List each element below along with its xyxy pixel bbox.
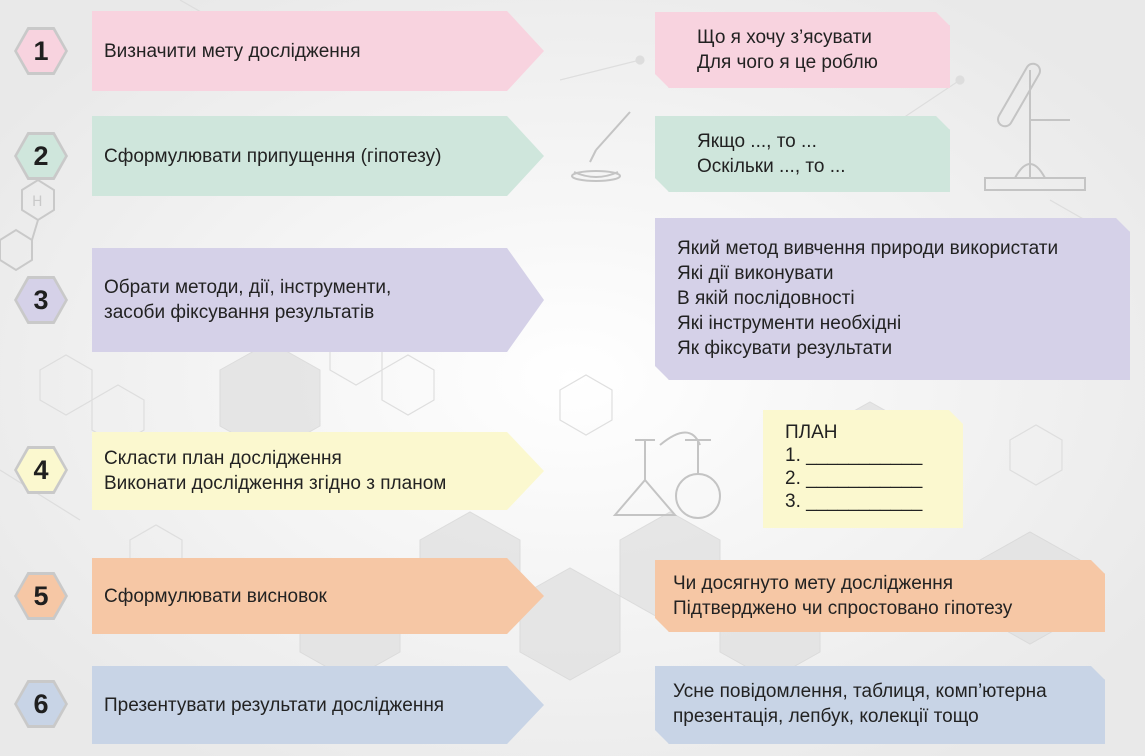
plan-item: 3. ___________ (785, 491, 923, 512)
step-number-badge: 6 (14, 680, 68, 728)
step-number-badge: 3 (14, 276, 68, 324)
step-action-text: Сформулювати висновок (104, 585, 327, 607)
step-action-text: Скласти план дослідження Виконати дослід… (104, 448, 447, 494)
step-number-badge: 4 (14, 446, 68, 494)
detail-line: презентація, лепбук, колекції тощо (673, 706, 979, 727)
detail-line: Якщо ..., то ... (697, 131, 817, 152)
step-details-card: Якщо ..., то ... Оскільки ..., то ... (655, 116, 950, 192)
step-action-text: Презентувати результати дослідження (104, 694, 445, 716)
step-number: 6 (17, 683, 65, 725)
pipette-icon (571, 111, 631, 182)
detail-line: Як фіксувати результати (677, 338, 893, 359)
hexagon-molecule-icon: H (0, 178, 55, 272)
step-number: 2 (17, 135, 65, 177)
step-action-text: Обрати методи, дії, інструменти, засоби … (104, 277, 392, 323)
step-details-card: Що я хочу з’ясувати Для чого я це роблю (655, 12, 950, 88)
round-flask-icon (675, 439, 721, 519)
plan-card: ПЛАН 1. ___________ 2. ___________ 3. __… (763, 410, 963, 528)
step-action-arrow: Сформулювати висновок (92, 558, 544, 634)
detail-line: Які інструменти необхідні (677, 313, 902, 334)
step-action-text: Сформулювати припущення (гіпотезу) (104, 145, 442, 167)
step-details-card: Який метод вивчення природи використати … (655, 218, 1130, 380)
svg-text:H: H (32, 194, 43, 210)
step-number: 4 (17, 449, 65, 491)
detail-line: Для чого я це роблю (697, 52, 878, 73)
test-tube-stand-icon (984, 62, 1086, 191)
step-number-badge: 5 (14, 572, 68, 620)
detail-line: Який метод вивчення природи використати (677, 238, 1059, 259)
step-details-card: Чи досягнуто мету дослідження Підтвердже… (655, 560, 1105, 632)
step-action-arrow: Сформулювати припущення (гіпотезу) (92, 116, 544, 196)
plan-item: 1. ___________ (785, 445, 923, 466)
step-number: 5 (17, 575, 65, 617)
step-number: 3 (17, 279, 65, 321)
step-number-badge: 2 (14, 132, 68, 180)
detail-line: Підтверджено чи спростовано гіпотезу (673, 598, 1013, 619)
step-action-arrow: Скласти план дослідження Виконати дослід… (92, 432, 544, 510)
plan-item: 2. ___________ (785, 468, 923, 489)
step-number-badge: 1 (14, 27, 68, 75)
plan-title: ПЛАН (785, 422, 838, 443)
step-action-arrow: Визначити мету дослідження (92, 11, 544, 91)
step-action-arrow: Обрати методи, дії, інструменти, засоби … (92, 248, 544, 352)
step-action-arrow: Презентувати результати дослідження (92, 666, 544, 744)
detail-line: Усне повідомлення, таблиця, комп’ютерна (673, 681, 1047, 702)
detail-line: В якій послідовності (677, 288, 855, 309)
detail-line: Що я хочу з’ясувати (697, 27, 872, 48)
step-action-text: Визначити мету дослідження (104, 40, 361, 62)
detail-line: Чи досягнуто мету дослідження (673, 573, 954, 594)
step-number: 1 (17, 30, 65, 72)
step-details-card: Усне повідомлення, таблиця, комп’ютерна … (655, 666, 1105, 744)
detail-line: Які дії виконувати (677, 263, 834, 284)
detail-line: Оскільки ..., то ... (697, 156, 846, 177)
